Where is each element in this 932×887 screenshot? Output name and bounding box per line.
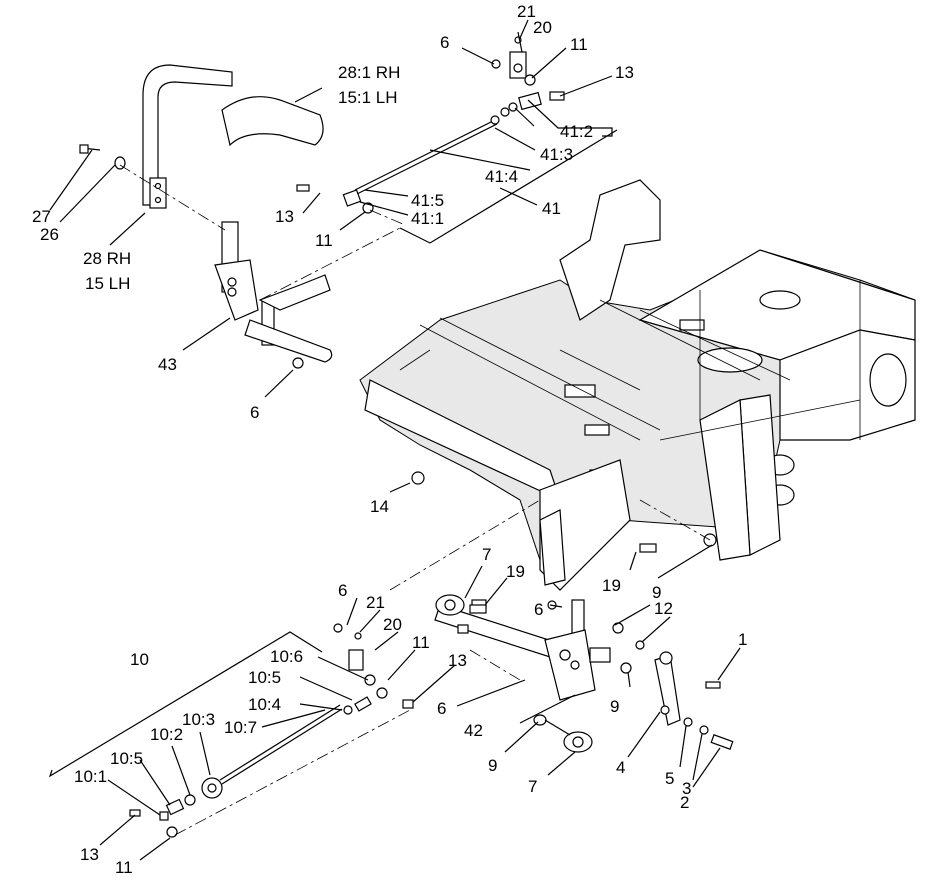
- callout-12: 12: [654, 599, 673, 618]
- callout-9-bottom-left: 9: [488, 756, 497, 775]
- callout-41-2: 41:2: [560, 122, 593, 141]
- callout-19-left: 19: [506, 562, 525, 581]
- callout-labels: 21 20 6 11 13 28:1 RH 15:1 LH 41:2 41:3 …: [32, 2, 747, 877]
- alignment-lines: [119, 164, 711, 836]
- callout-19-right: 19: [602, 576, 621, 595]
- callout-10-4: 10:4: [248, 695, 281, 714]
- leader-lines: [48, 19, 741, 861]
- callout-7-upper: 7: [482, 545, 491, 564]
- callout-10: 10: [130, 650, 149, 669]
- callout-2: 2: [680, 793, 689, 812]
- lever-assembly-upper: [79, 64, 333, 369]
- callout-11-mid: 11: [315, 231, 333, 250]
- callout-6-bottom: 6: [437, 699, 446, 718]
- callout-4: 4: [616, 758, 625, 777]
- callout-7-lower: 7: [528, 777, 537, 796]
- callout-43: 43: [158, 355, 177, 374]
- callout-15-1-lh: 15:1 LH: [338, 88, 398, 107]
- chassis-frame: [359, 179, 916, 591]
- callout-41: 41: [542, 199, 561, 218]
- callout-28-1-rh: 28:1 RH: [338, 63, 400, 82]
- callout-41-3: 41:3: [540, 145, 573, 164]
- callout-10-5-lower: 10:5: [110, 749, 143, 768]
- callout-20-top: 20: [533, 18, 552, 37]
- callout-11-bottom: 11: [115, 858, 133, 877]
- callout-10-2: 10:2: [150, 725, 183, 744]
- callout-6-center: 6: [534, 600, 543, 619]
- callout-3: 3: [682, 779, 691, 798]
- callout-1: 1: [738, 630, 747, 649]
- callout-41-5: 41:5: [411, 191, 444, 210]
- callout-6-lower-left: 6: [338, 581, 347, 600]
- callout-11-lower: 11: [412, 633, 430, 652]
- linkage-41: [296, 36, 565, 214]
- callout-13-top: 13: [615, 63, 634, 82]
- callout-27: 27: [32, 207, 51, 226]
- callout-20-lower: 20: [383, 615, 402, 634]
- callout-13-bottom: 13: [80, 845, 99, 864]
- callout-26: 26: [40, 225, 59, 244]
- callout-5: 5: [665, 769, 674, 788]
- callout-28-rh: 28 RH: [83, 249, 131, 268]
- callout-21-lower: 21: [366, 593, 385, 612]
- callout-41-4: 41:4: [485, 167, 518, 186]
- callout-41-1: 41:1: [411, 209, 444, 228]
- callout-21-top: 21: [517, 2, 536, 21]
- callout-14: 14: [370, 497, 389, 516]
- callout-6-top: 6: [440, 33, 449, 52]
- callout-9-right: 9: [610, 697, 619, 716]
- callout-10-5-upper: 10:5: [248, 668, 281, 687]
- callout-6-mid: 6: [250, 403, 259, 422]
- callout-9-upper: 9: [652, 583, 661, 602]
- callout-13-mid: 13: [275, 207, 294, 226]
- callout-10-1: 10:1: [74, 767, 107, 786]
- callout-15-lh: 15 LH: [85, 274, 130, 293]
- callout-13-lower: 13: [448, 651, 467, 670]
- callout-10-7: 10:7: [224, 718, 257, 737]
- callout-10-3: 10:3: [182, 710, 215, 729]
- callout-11-top: 11: [570, 35, 588, 54]
- callout-42: 42: [464, 721, 483, 740]
- lower-linkage: [129, 471, 734, 838]
- callout-10-6: 10:6: [270, 647, 303, 666]
